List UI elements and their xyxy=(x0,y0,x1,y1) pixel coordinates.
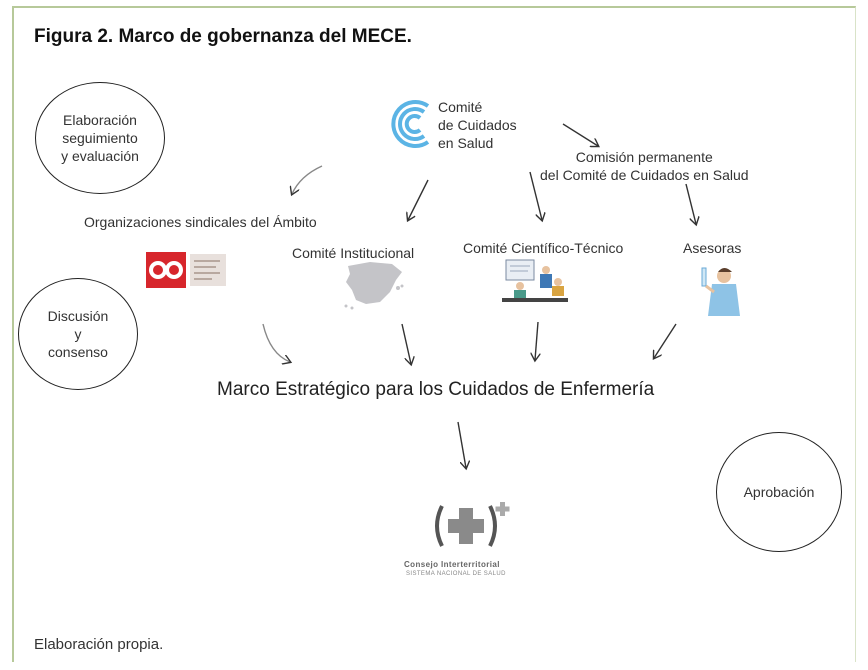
arrow-scientific-to-framework xyxy=(535,321,538,360)
arrow-commission-to-advisors xyxy=(685,183,696,224)
unions-label: Organizaciones sindicales del Ámbito xyxy=(84,214,317,230)
elaboration-label: Elaboración seguimiento y evaluación xyxy=(61,112,139,164)
discussion-circle: Discusión y consenso xyxy=(18,278,138,390)
approval-circle: Aprobación xyxy=(716,432,842,552)
strategic-framework-label: Marco Estratégico para los Cuidados de E… xyxy=(217,379,655,400)
arrow-committee-to-institutional xyxy=(408,179,429,220)
permanent-commission-label: Comisión permanente del Comité de Cuidad… xyxy=(540,149,749,183)
advisors-label: Asesoras xyxy=(683,240,742,256)
arrow-advisors-to-framework xyxy=(654,323,677,358)
arrow-institutional-to-framework xyxy=(401,323,411,364)
committee-label: Comité de Cuidados en Salud xyxy=(438,99,517,151)
scientific-committee-label: Comité Científico-Técnico xyxy=(463,240,624,256)
elaboration-circle: Elaboración seguimiento y evaluación xyxy=(35,82,165,194)
arrow-framework-to-council xyxy=(457,421,466,468)
council-name: Consejo Interterritorial xyxy=(404,560,500,569)
arrow-committee-to-unions xyxy=(292,165,323,194)
figure-frame xyxy=(12,6,856,662)
discussion-label: Discusión y consenso xyxy=(47,308,109,360)
arrow-committee-to-scientific xyxy=(529,171,542,220)
scientific-team-icon xyxy=(502,259,568,302)
nurse-advisor-icon xyxy=(701,267,740,316)
figure-footer: Elaboración propia. xyxy=(34,636,164,653)
committee-logo-icon xyxy=(391,100,430,148)
arrow-unions-to-framework xyxy=(262,323,290,362)
institutional-committee-label: Comité Institucional xyxy=(292,245,415,261)
approval-label: Aprobación xyxy=(743,484,815,500)
council-subtitle: SISTEMA NACIONAL DE SALUD xyxy=(406,571,506,577)
spain-map-icon xyxy=(344,262,404,310)
arrow-committee-to-commission xyxy=(562,123,598,146)
union-logo-icon xyxy=(146,252,226,288)
council-logo-icon xyxy=(435,502,510,547)
figure-title: Figura 2. Marco de gobernanza del MECE. xyxy=(34,26,412,47)
